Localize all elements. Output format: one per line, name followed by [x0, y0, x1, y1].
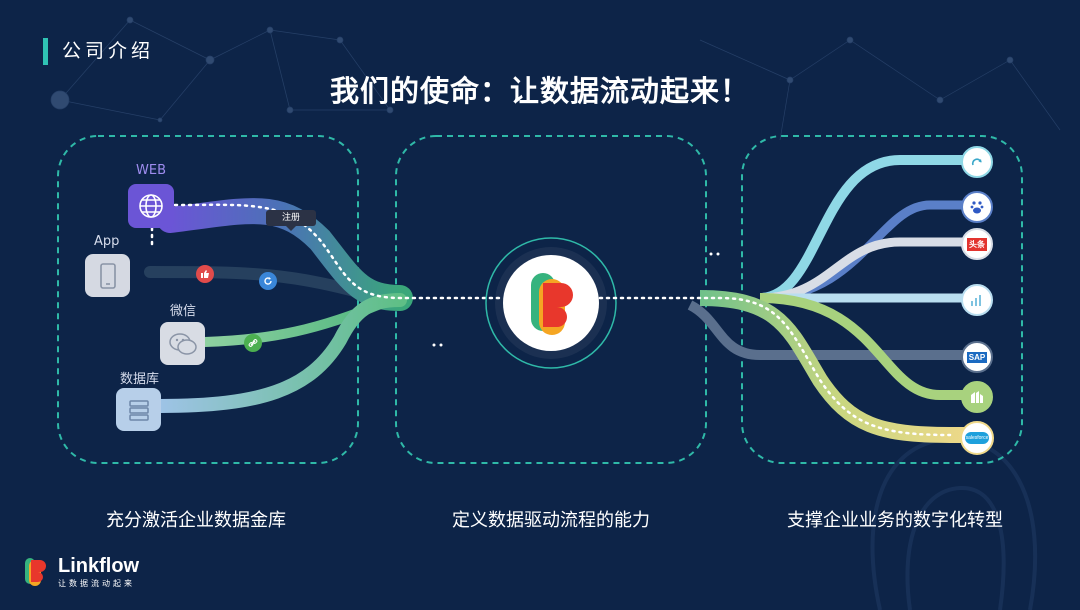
section-title: 公司介绍 [62, 40, 155, 62]
source-label-web: WEB [136, 163, 166, 178]
refresh-icon [259, 272, 277, 290]
wechat-icon [160, 322, 205, 365]
linkflow-logo [24, 556, 52, 592]
phone-icon [85, 254, 130, 297]
brand-slogan: 让数据流动起来 [58, 579, 135, 588]
thumbs-up-icon [196, 265, 214, 283]
source-label-app: App [94, 234, 120, 249]
source-label-database: 数据库 [120, 372, 160, 387]
caption-left: 充分激活企业数据金库 [106, 510, 286, 531]
cloud-sync-icon [961, 146, 993, 178]
sap-icon: SAP [961, 341, 993, 373]
baidu-icon [961, 191, 993, 223]
marketo-icon [961, 381, 993, 413]
toutiao-icon: 头条 [961, 228, 993, 260]
caption-middle: 定义数据驱动流程的能力 [452, 510, 650, 531]
brand-name: Linkflow [58, 555, 140, 577]
database-icon [116, 388, 161, 431]
bar-chart-icon [961, 284, 993, 316]
globe-icon [128, 184, 174, 228]
register-tooltip: 注册 [266, 210, 316, 231]
linkflow-center-logo [503, 255, 599, 351]
source-label-wechat: 微信 [170, 304, 197, 319]
section-accent-bar [43, 38, 48, 65]
page-title: 我们的使命：让数据流动起来！ [329, 74, 750, 108]
caption-right: 支撑企业业务的数字化转型 [787, 510, 1003, 531]
link-icon [244, 334, 262, 352]
salesforce-icon: salesforce [960, 421, 994, 455]
toutiao-text: 头条 [967, 237, 987, 251]
salesforce-text: salesforce [964, 432, 990, 444]
sap-text: SAP [966, 351, 988, 363]
